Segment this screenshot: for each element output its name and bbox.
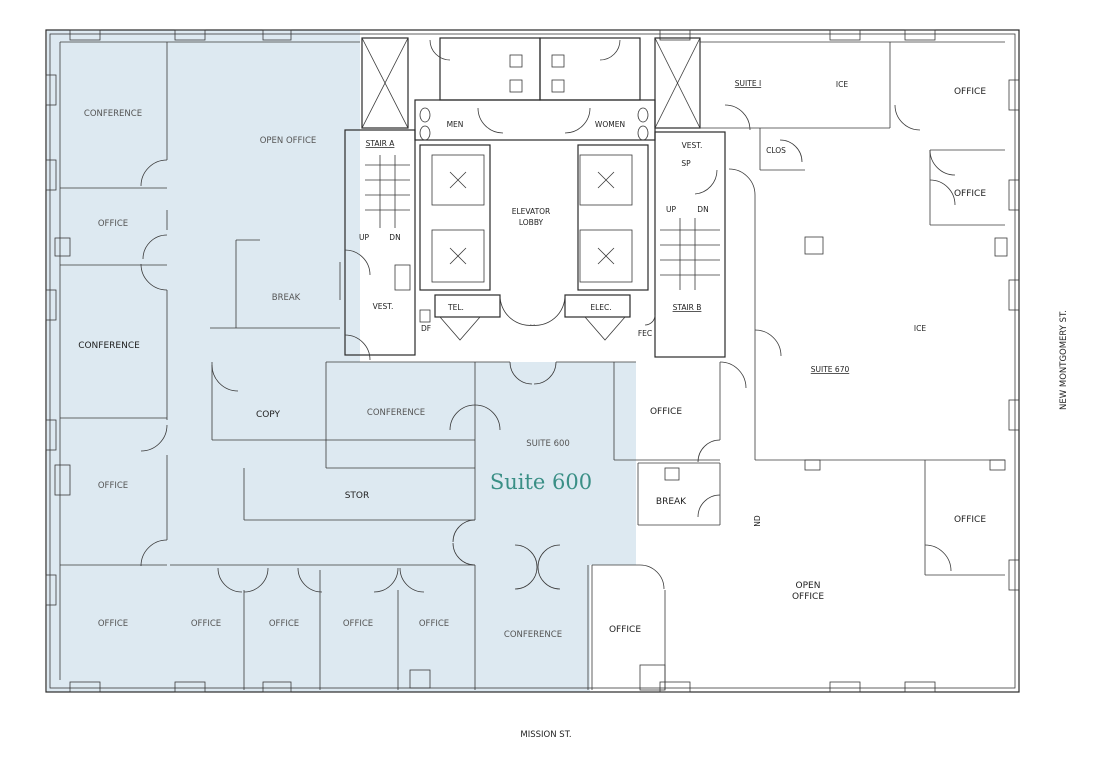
west-doors (140, 159, 561, 593)
label-df: DF (421, 324, 431, 333)
room-labels: CONFERENCE OPEN OFFICE OFFICE BREAK CONF… (78, 79, 986, 640)
label-office-s1[interactable]: OFFICE (191, 619, 221, 629)
label-conference-c[interactable]: CONFERENCE (367, 408, 425, 418)
label-office-e[interactable]: OFFICE (954, 515, 986, 525)
label-suite-i[interactable]: SUITE I (735, 79, 761, 88)
label-office-s2[interactable]: OFFICE (269, 619, 299, 629)
west-partitions (59, 41, 636, 690)
street-new-montgomery: NEW MONTGOMERY ST. (1059, 310, 1069, 410)
east-doors (639, 104, 956, 590)
label-office-ne1[interactable]: OFFICE (954, 87, 986, 97)
east-partitions (54, 41, 1008, 691)
building-core (344, 37, 726, 358)
label-stair-a: STAIR A (366, 139, 396, 148)
label-elevator-lobby-1: ELEVATOR (512, 207, 551, 216)
label-office-c[interactable]: OFFICE (650, 407, 682, 417)
label-copy[interactable]: COPY (256, 410, 281, 420)
label-break-e[interactable]: BREAK (656, 497, 687, 507)
label-men: MEN (447, 120, 464, 129)
label-stor[interactable]: STOR (345, 491, 370, 501)
core-doors (344, 39, 718, 361)
label-open-office-se-1[interactable]: OPEN (796, 581, 821, 591)
label-conference-w[interactable]: CONFERENCE (78, 341, 140, 351)
label-office-w1[interactable]: OFFICE (98, 219, 128, 229)
label-office-sw[interactable]: OFFICE (98, 619, 128, 629)
label-conference-nw[interactable]: CONFERENCE (84, 109, 142, 119)
label-up-a: UP (359, 233, 369, 242)
label-stair-b: STAIR B (673, 303, 702, 312)
window-mullions (45, 29, 1020, 693)
label-elec: ELEC. (590, 303, 611, 312)
label-vest-b: VEST. (682, 141, 703, 150)
label-fec: FEC (638, 329, 652, 338)
label-break-w[interactable]: BREAK (272, 293, 301, 303)
label-suite-670[interactable]: SUITE 670 (811, 365, 850, 374)
label-office-ne2[interactable]: OFFICE (954, 189, 986, 199)
label-tel: TEL. (447, 303, 464, 312)
label-ice-e[interactable]: ICE (914, 324, 926, 333)
label-open-office-n[interactable]: OPEN OFFICE (260, 136, 317, 146)
street-mission: MISSION ST. (520, 730, 571, 740)
label-suite-600-small: SUITE 600 (526, 439, 570, 449)
suite-600-title: Suite 600 (490, 470, 592, 494)
label-office-s4[interactable]: OFFICE (419, 619, 449, 629)
label-conference-s[interactable]: CONFERENCE (504, 630, 562, 640)
label-dn-b: DN (697, 205, 708, 214)
label-open-office-se-2[interactable]: OFFICE (792, 592, 824, 602)
label-vest-a: VEST. (373, 302, 394, 311)
core-details (361, 37, 720, 323)
label-sp: SP (681, 159, 691, 168)
label-elevator-lobby-2: LOBBY (519, 218, 544, 227)
label-office-s5[interactable]: OFFICE (609, 625, 641, 635)
label-up-b: UP (666, 205, 676, 214)
label-clos[interactable]: CLOS (766, 146, 786, 155)
label-women: WOMEN (595, 120, 625, 129)
suite-600-highlight[interactable] (47, 30, 636, 692)
label-office-s3[interactable]: OFFICE (343, 619, 373, 629)
label-dn-a: DN (389, 233, 400, 242)
label-ice-ne[interactable]: ICE (836, 80, 848, 89)
label-nd: ND (753, 515, 762, 527)
label-office-w2[interactable]: OFFICE (98, 481, 128, 491)
building-outline (45, 29, 1020, 693)
